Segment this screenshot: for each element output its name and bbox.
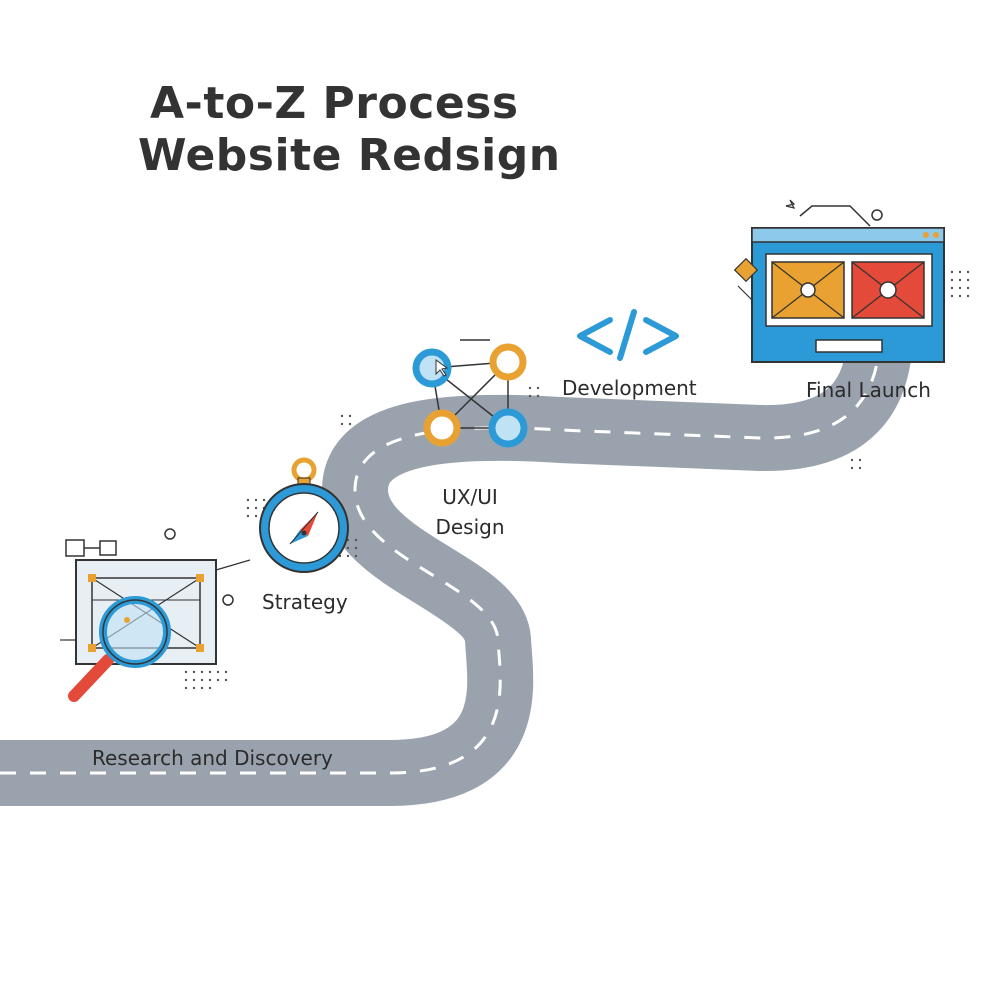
- title-line-2: Website Redsign: [138, 130, 561, 181]
- magnifier-wireframe-icon: [60, 528, 251, 702]
- stage-label-development: Development: [562, 376, 697, 400]
- road-center-dashes: [0, 329, 882, 775]
- road: [0, 329, 913, 806]
- node-graph-icon: [340, 339, 540, 448]
- browser-window-icon: [733, 199, 970, 470]
- stage-label-research: Research and Discovery: [92, 746, 333, 770]
- title-line-1: A-to-Z Process: [150, 78, 519, 129]
- stage-label-final-launch: Final Launch: [806, 378, 931, 402]
- stage-label-uxui-line2: Design: [435, 515, 505, 539]
- stage-label-uxui-line1: UX/UI: [442, 485, 498, 509]
- compass-icon: [246, 457, 358, 573]
- stage-label-uxui: UX/UI Design: [410, 482, 530, 542]
- code-brackets-icon: [577, 309, 679, 361]
- stage-label-strategy: Strategy: [262, 590, 348, 614]
